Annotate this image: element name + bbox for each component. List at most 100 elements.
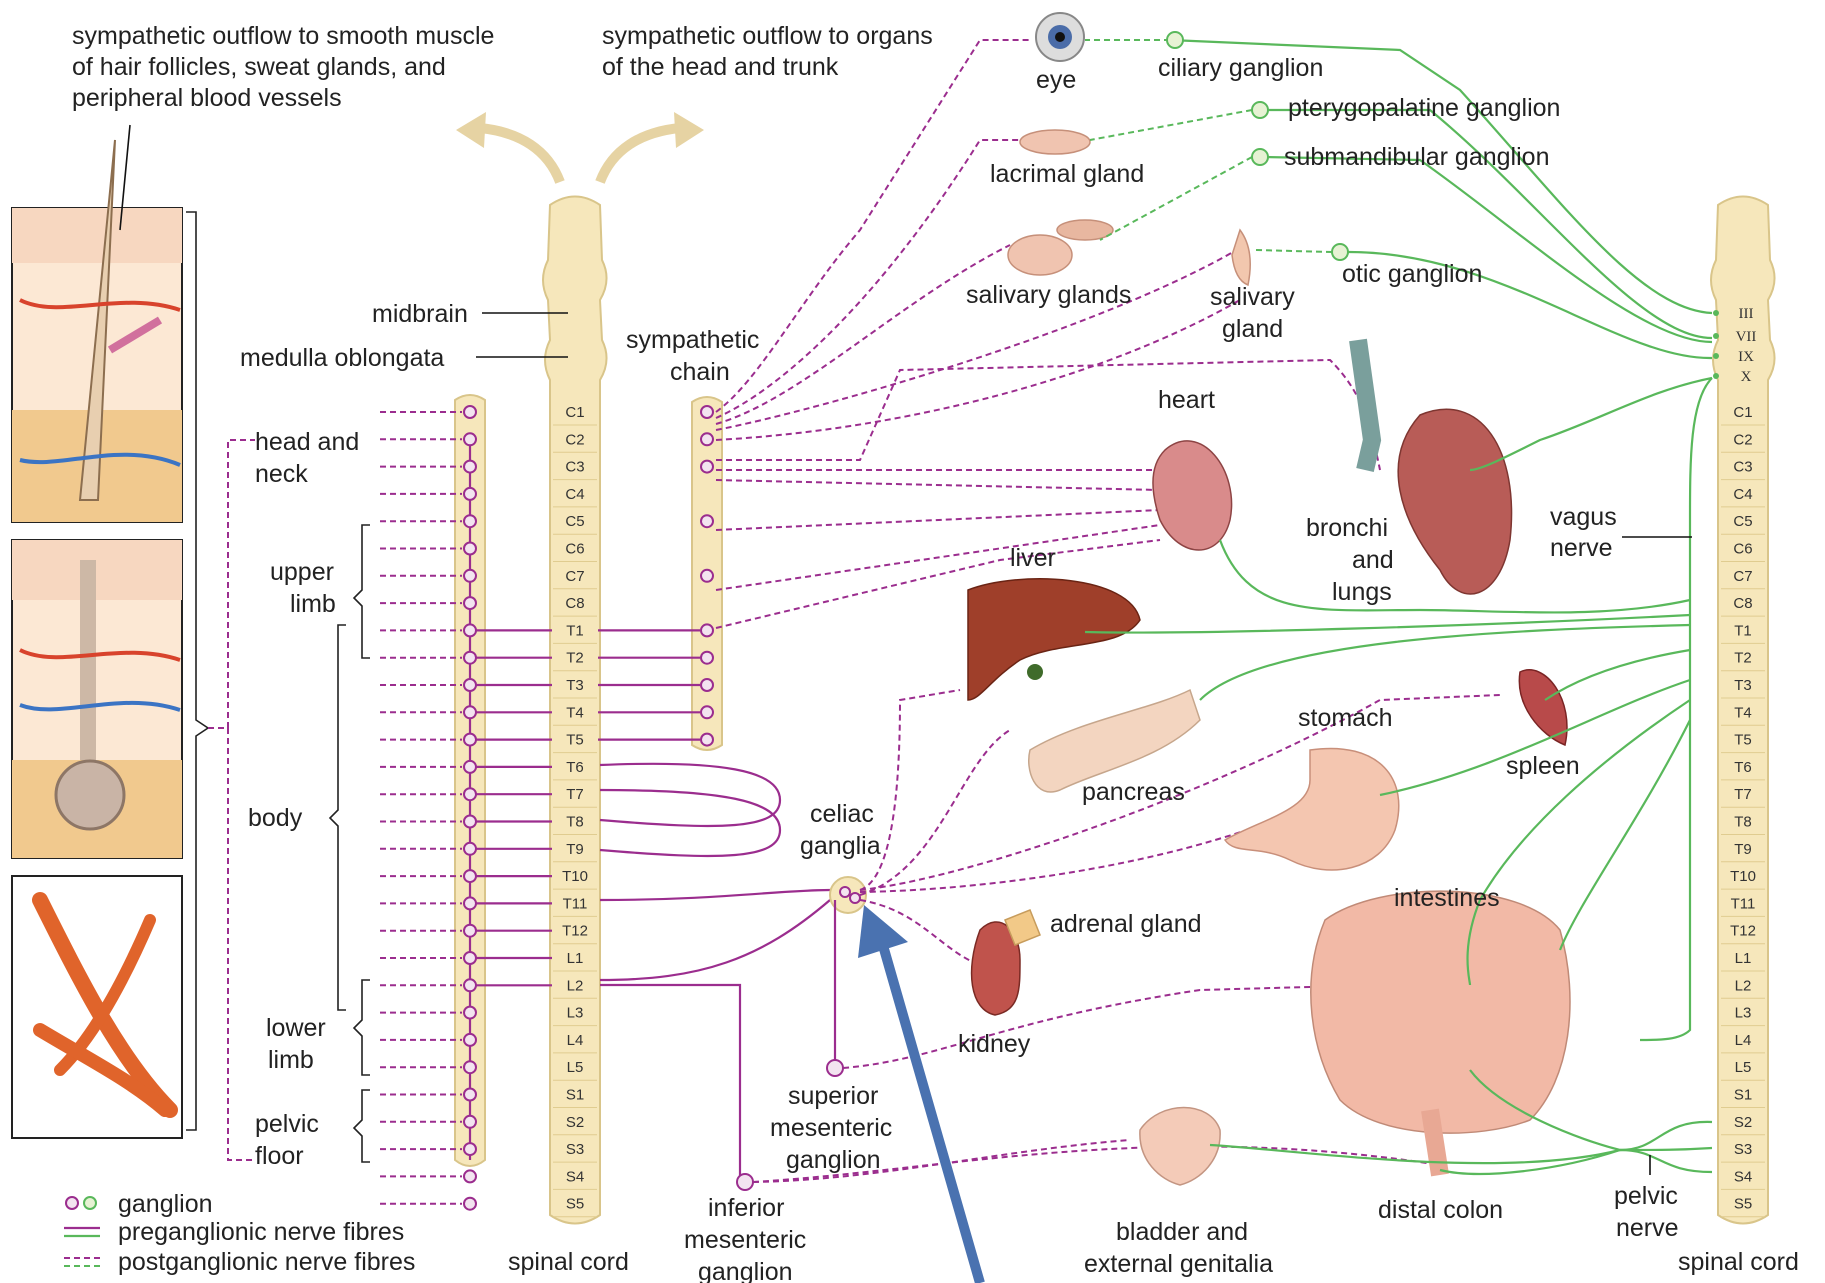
pelvic-floor-line-2: floor xyxy=(255,1142,304,1170)
pelvic-floor-line-1: pelvic xyxy=(255,1110,319,1138)
salivary-glands-icon-2 xyxy=(1057,220,1113,240)
right-arrow-head xyxy=(674,112,704,148)
chain-ganglion-c7 xyxy=(464,570,476,582)
head-neck-line-2: neck xyxy=(255,460,308,488)
superior-mesenteric-line-1: superior xyxy=(788,1082,878,1110)
segment-label-t7: T7 xyxy=(566,786,584,803)
chain-ganglion-t3 xyxy=(464,679,476,691)
post-to-heart-4 xyxy=(716,525,1160,590)
bronchi-line-2: and xyxy=(1352,546,1394,574)
segment-label-t10: T10 xyxy=(562,868,588,885)
bladder-line-1: bladder and xyxy=(1116,1218,1248,1246)
post-to-lungs xyxy=(716,360,1380,470)
segment-label-t2: T2 xyxy=(566,650,584,667)
vagus-liver xyxy=(1085,615,1690,633)
legend-ganglion-label: ganglion xyxy=(118,1190,213,1218)
skin-panels xyxy=(12,140,255,1160)
segment-label-t1: T1 xyxy=(566,622,584,639)
segment-label-right-c3: C3 xyxy=(1733,459,1752,476)
epidermis xyxy=(12,208,182,263)
chain-ganglion-c8 xyxy=(464,597,476,609)
segment-label-c4: C4 xyxy=(565,486,584,503)
segment-label-right-c6: C6 xyxy=(1733,541,1752,558)
sympathetic-ganglion-t3 xyxy=(701,679,713,691)
bladder-icon xyxy=(1140,1108,1220,1186)
segment-label-t9: T9 xyxy=(566,841,584,858)
segment-label-right-t9: T9 xyxy=(1734,841,1752,858)
chain-ganglion-s5 xyxy=(464,1198,476,1210)
cervical-ganglion-c1 xyxy=(701,406,713,418)
segment-label-c7: C7 xyxy=(565,568,584,585)
segment-label-c3: C3 xyxy=(565,459,584,476)
chain-ganglion-t7 xyxy=(464,788,476,800)
chain-ganglion-t2 xyxy=(464,652,476,664)
chain-ganglion-t1 xyxy=(464,624,476,636)
annotation-arrow-shaft xyxy=(880,935,980,1283)
pancreas-icon xyxy=(1029,690,1200,792)
vagus-line-2: nerve xyxy=(1550,534,1613,562)
intestines-icon xyxy=(1311,891,1570,1133)
chain-ganglion-c2 xyxy=(464,433,476,445)
segment-label-right-l5: L5 xyxy=(1735,1059,1752,1076)
chain-ganglion-s3 xyxy=(464,1143,476,1155)
post-to-eye xyxy=(716,40,1030,412)
segment-label-t4: T4 xyxy=(566,704,584,721)
celiac-ganglion-dot-2 xyxy=(850,893,860,903)
segment-label-right-l4: L4 xyxy=(1735,1032,1752,1049)
segment-label-right-c5: C5 xyxy=(1733,513,1752,530)
inferior-mesenteric-line-3: ganglion xyxy=(698,1258,793,1283)
splanchnic-4 xyxy=(600,900,830,980)
segment-label-right-s5: S5 xyxy=(1734,1196,1752,1213)
chain-ganglion-t10 xyxy=(464,870,476,882)
cervical-ganglion-c3 xyxy=(701,461,713,473)
post-to-intestines xyxy=(843,985,1380,1068)
bronchi-line-3: lungs xyxy=(1332,578,1392,606)
segment-label-s2: S2 xyxy=(566,1114,584,1131)
segment-label-t3: T3 xyxy=(566,677,584,694)
organ-outflow-line-1: sympathetic outflow to organs xyxy=(602,22,933,50)
cervical-ganglion-c7 xyxy=(701,570,713,582)
segment-label-right-c4: C4 xyxy=(1733,486,1752,503)
segment-label-right-c1: C1 xyxy=(1733,404,1752,421)
lacrimal-gland-icon xyxy=(1020,130,1090,154)
lower-limb-line-2: limb xyxy=(268,1046,314,1074)
pancreas-label: pancreas xyxy=(1082,778,1185,806)
pelvic-s2 xyxy=(1620,1122,1712,1150)
pelvic-nerve-line-2: nerve xyxy=(1616,1214,1679,1242)
chain-ganglion-c6 xyxy=(464,543,476,555)
segment-label-l5: L5 xyxy=(567,1059,584,1076)
chain-ganglion-t8 xyxy=(464,816,476,828)
segment-label-right-t1: T1 xyxy=(1734,622,1752,639)
legend-pre-label: preganglionic nerve fibres xyxy=(118,1218,404,1246)
segment-label-right-t2: T2 xyxy=(1734,650,1752,667)
chain-ganglion-c1 xyxy=(464,406,476,418)
pelvic-s4 xyxy=(1620,1150,1712,1172)
segment-label-c5: C5 xyxy=(565,513,584,530)
segment-label-t12: T12 xyxy=(562,923,588,940)
gallbladder-icon xyxy=(1027,664,1043,680)
head-neck-line-1: head and xyxy=(255,428,359,456)
chain-ganglion-s2 xyxy=(464,1116,476,1128)
chain-ganglion-l2 xyxy=(464,979,476,991)
post-to-salivary-glands xyxy=(716,245,1010,424)
segment-label-t6: T6 xyxy=(566,759,584,776)
post-to-lacrimal xyxy=(716,140,1030,418)
left-arrow-head xyxy=(456,112,486,148)
lower-limb-line-1: lower xyxy=(266,1014,326,1042)
distal-colon-label: distal colon xyxy=(1378,1196,1503,1224)
epidermis-2 xyxy=(12,540,182,600)
chain-ganglion-t5 xyxy=(464,734,476,746)
upper-limb-line-2: limb xyxy=(290,590,336,618)
post-to-heart-2 xyxy=(716,480,1160,490)
segment-label-right-l2: L2 xyxy=(1735,977,1752,994)
otic-ganglion-icon xyxy=(1332,244,1348,260)
skin-outflow-line-3: peripheral blood vessels xyxy=(72,84,342,112)
segment-label-right-c2: C2 xyxy=(1733,431,1752,448)
skin-outflow-line-2: of hair follicles, sweat glands, and xyxy=(72,53,446,81)
segment-label-right-t12: T12 xyxy=(1730,923,1756,940)
skin-postganglionic-bottom xyxy=(228,728,255,1160)
chain-ganglion-c5 xyxy=(464,515,476,527)
cranial-nerve-iii: III xyxy=(1739,306,1754,322)
organ-outflow-line-2: of the head and trunk xyxy=(602,53,839,81)
